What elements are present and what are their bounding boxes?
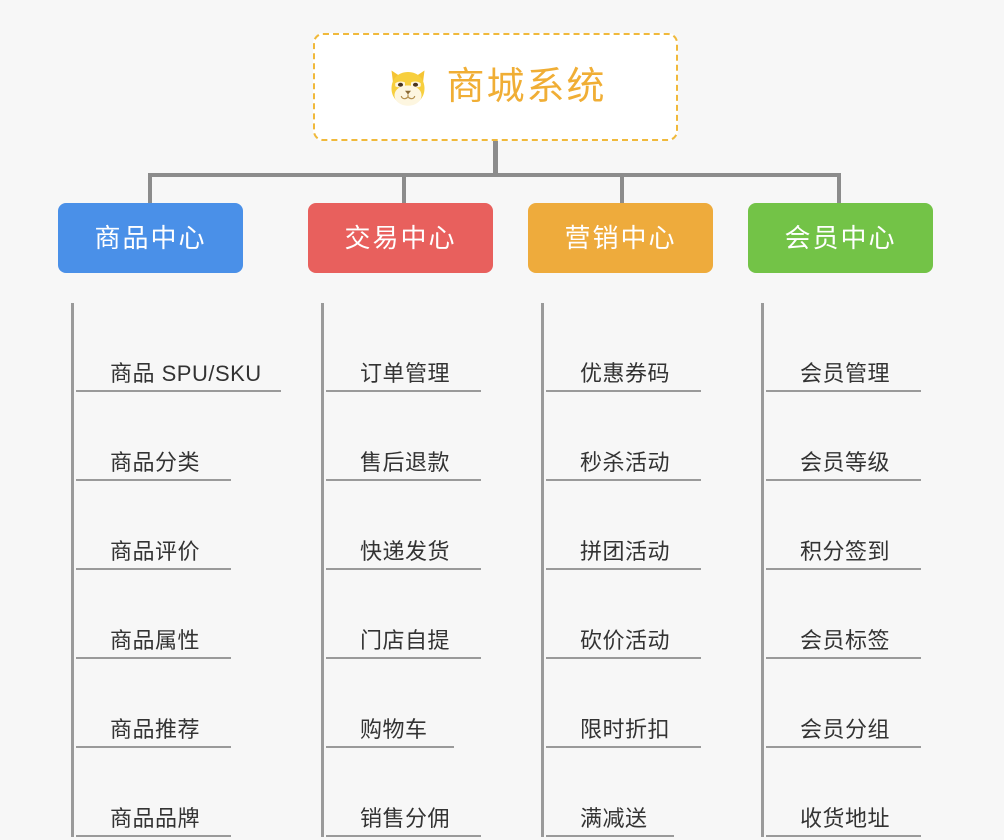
list-item[interactable]: 会员管理 bbox=[766, 303, 921, 392]
list-item[interactable]: 优惠券码 bbox=[546, 303, 701, 392]
root-title: 商城系统 bbox=[446, 66, 607, 108]
list-item[interactable]: 会员标签 bbox=[766, 570, 921, 659]
shiba-dog-face-icon bbox=[384, 63, 432, 111]
category-header-marketing[interactable]: 营销中心 bbox=[528, 203, 713, 273]
category-header-label: 交易中心 bbox=[344, 223, 457, 253]
list-item-label: 拼团活动 bbox=[580, 538, 671, 564]
category-header-label: 会员中心 bbox=[784, 223, 897, 253]
list-item[interactable]: 秒杀活动 bbox=[546, 392, 701, 481]
list-item-label: 秒杀活动 bbox=[580, 449, 671, 475]
list-item[interactable]: 商品属性 bbox=[76, 570, 231, 659]
list-item-label: 门店自提 bbox=[360, 627, 451, 653]
list-item-label: 售后退款 bbox=[360, 449, 451, 475]
list-item[interactable]: 商品推荐 bbox=[76, 659, 231, 748]
list-item[interactable]: 订单管理 bbox=[326, 303, 481, 392]
category-header-label: 营销中心 bbox=[564, 223, 677, 253]
list-item-label: 会员管理 bbox=[800, 360, 891, 386]
list-item-label: 会员分组 bbox=[800, 716, 891, 742]
list-item-label: 商品 SPU/SKU bbox=[110, 360, 262, 386]
list-item[interactable]: 售后退款 bbox=[326, 392, 481, 481]
category-header-label: 商品中心 bbox=[94, 223, 207, 253]
connector-drop-column-2 bbox=[620, 173, 624, 207]
list-item-label: 商品评价 bbox=[110, 538, 201, 564]
category-header-product[interactable]: 商品中心 bbox=[58, 203, 243, 273]
connector-drop-column-3 bbox=[837, 173, 841, 207]
connector-drop-column-1 bbox=[402, 173, 406, 207]
root-node[interactable]: 商城系统 bbox=[313, 33, 678, 141]
list-item[interactable]: 商品 SPU/SKU bbox=[76, 303, 281, 392]
list-item-label: 销售分佣 bbox=[360, 805, 451, 831]
leaf-list-product: 商品 SPU/SKU 商品分类 商品评价 商品属性 商品推荐 商品品牌 bbox=[71, 303, 281, 837]
list-item-label: 优惠券码 bbox=[580, 360, 671, 386]
list-item-label: 购物车 bbox=[360, 716, 428, 742]
list-item-label: 商品推荐 bbox=[110, 716, 201, 742]
list-item-label: 商品属性 bbox=[110, 627, 201, 653]
connector-horizontal-bus bbox=[149, 173, 841, 177]
category-header-trade[interactable]: 交易中心 bbox=[308, 203, 493, 273]
list-item-label: 积分签到 bbox=[800, 538, 891, 564]
connector-drop-column-0 bbox=[148, 173, 152, 207]
list-item[interactable]: 门店自提 bbox=[326, 570, 481, 659]
list-item[interactable]: 限时折扣 bbox=[546, 659, 701, 748]
list-item-label: 商品品牌 bbox=[110, 805, 201, 831]
list-item[interactable]: 砍价活动 bbox=[546, 570, 701, 659]
list-item[interactable]: 销售分佣 bbox=[326, 748, 481, 837]
connector-root-stem bbox=[493, 141, 498, 177]
list-item[interactable]: 快递发货 bbox=[326, 481, 481, 570]
list-item[interactable]: 购物车 bbox=[326, 659, 454, 748]
leaf-list-marketing: 优惠券码 秒杀活动 拼团活动 砍价活动 限时折扣 满减送 bbox=[541, 303, 706, 837]
leaf-list-member: 会员管理 会员等级 积分签到 会员标签 会员分组 收货地址 bbox=[761, 303, 926, 837]
list-item[interactable]: 商品分类 bbox=[76, 392, 231, 481]
list-item[interactable]: 积分签到 bbox=[766, 481, 921, 570]
list-item-label: 会员标签 bbox=[800, 627, 891, 653]
list-item-label: 快递发货 bbox=[360, 538, 451, 564]
branch-column-product: 商品中心 商品 SPU/SKU 商品分类 商品评价 商品属性 商品推荐 商品品牌 bbox=[58, 203, 298, 837]
leaf-list-trade: 订单管理 售后退款 快递发货 门店自提 购物车 销售分佣 bbox=[321, 303, 486, 837]
list-item-label: 收货地址 bbox=[800, 805, 891, 831]
category-header-member[interactable]: 会员中心 bbox=[748, 203, 933, 273]
list-item-label: 商品分类 bbox=[110, 449, 201, 475]
list-item[interactable]: 会员等级 bbox=[766, 392, 921, 481]
list-item-label: 订单管理 bbox=[360, 360, 451, 386]
branch-column-marketing: 营销中心 优惠券码 秒杀活动 拼团活动 砍价活动 限时折扣 满减送 bbox=[528, 203, 768, 837]
list-item[interactable]: 拼团活动 bbox=[546, 481, 701, 570]
list-item[interactable]: 商品评价 bbox=[76, 481, 231, 570]
list-item-label: 砍价活动 bbox=[580, 627, 671, 653]
list-item[interactable]: 满减送 bbox=[546, 748, 674, 837]
list-item-label: 限时折扣 bbox=[580, 716, 671, 742]
list-item[interactable]: 会员分组 bbox=[766, 659, 921, 748]
list-item[interactable]: 商品品牌 bbox=[76, 748, 231, 837]
branch-column-member: 会员中心 会员管理 会员等级 积分签到 会员标签 会员分组 收货地址 bbox=[748, 203, 988, 837]
list-item-label: 满减送 bbox=[580, 805, 648, 831]
list-item[interactable]: 收货地址 bbox=[766, 748, 921, 837]
list-item-label: 会员等级 bbox=[800, 449, 891, 475]
branch-column-trade: 交易中心 订单管理 售后退款 快递发货 门店自提 购物车 销售分佣 bbox=[308, 203, 548, 837]
